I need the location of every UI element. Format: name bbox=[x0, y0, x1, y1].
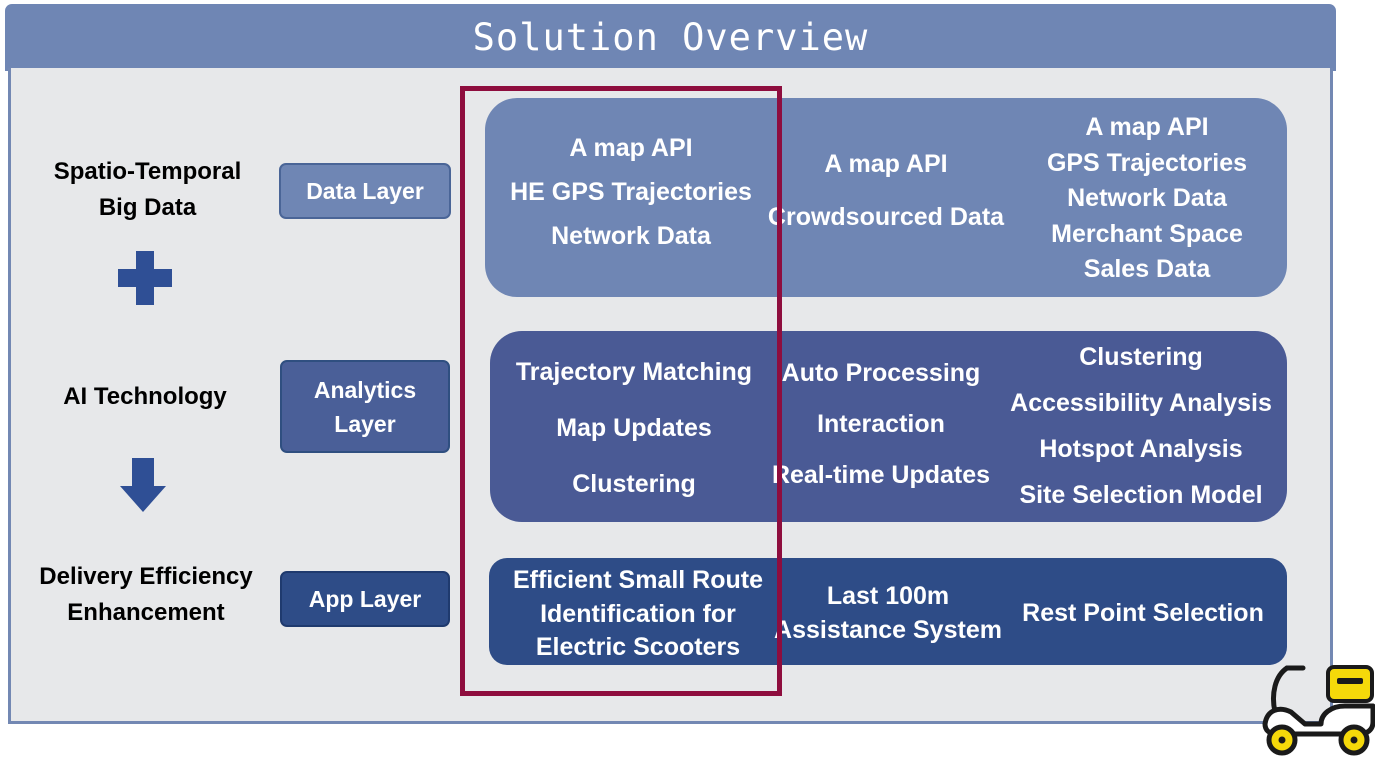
data-cell-he-line-3: Network Data bbox=[551, 222, 711, 250]
label-ai-technology: AI Technology bbox=[20, 379, 270, 415]
analytics-layer-box bbox=[490, 331, 1287, 522]
label-delivery-line-1: Delivery Efficiency bbox=[39, 563, 253, 590]
app-cell-last-100m-line-1: Last 100m bbox=[826, 582, 950, 610]
analytics-cell-site-line-3: Hotspot Analysis bbox=[1039, 435, 1243, 463]
analytics-cell-matching-line-2: Map Updates bbox=[556, 414, 712, 442]
label-delivery-line-2: Enhancement bbox=[67, 599, 225, 626]
app-layer-box bbox=[489, 558, 1287, 665]
analytics-layer-label-1: Analytics bbox=[313, 376, 417, 403]
app-cell-rest-point: Rest Point Selection bbox=[1008, 594, 1278, 632]
scooter-icon bbox=[1262, 665, 1375, 756]
label-big-data-line-2: Big Data bbox=[98, 194, 197, 221]
app-cell-last-100m-line-2: Assistance System bbox=[774, 616, 1002, 644]
app-cell-route-line-2: Identification for bbox=[540, 599, 736, 628]
analytics-cell-processing-line-2: Interaction bbox=[817, 409, 945, 438]
app-layer-button[interactable]: App Layer bbox=[280, 571, 450, 627]
app-cell-last-100m: Last 100m Assistance System bbox=[768, 579, 1008, 647]
label-big-data-line-1: Spatio-Temporal bbox=[53, 158, 242, 185]
data-layer-box bbox=[485, 98, 1287, 297]
analytics-layer-label-2: Layer bbox=[334, 410, 396, 437]
analytics-cell-site-selection: Clustering Accessibility Analysis Hotspo… bbox=[1004, 333, 1278, 519]
analytics-cell-site-line-4: Site Selection Model bbox=[1019, 481, 1263, 509]
highlight-frame bbox=[460, 86, 782, 696]
diagram-title: Solution Overview bbox=[472, 16, 869, 59]
data-cell-merchant-line-3: Network Data bbox=[1067, 184, 1227, 213]
data-cell-he: A map API HE GPS Trajectories Network Da… bbox=[490, 128, 772, 256]
data-cell-crowdsourced-line-2: Crowdsourced Data bbox=[767, 203, 1005, 231]
analytics-cell-site-line-1: Clustering bbox=[1079, 343, 1203, 371]
analytics-cell-processing-line-1: Auto Processing bbox=[781, 358, 981, 387]
analytics-cell-matching-line-1: Trajectory Matching bbox=[515, 358, 753, 386]
label-big-data: Spatio-Temporal Big Data bbox=[20, 154, 275, 226]
data-cell-merchant-line-5: Sales Data bbox=[1083, 255, 1211, 284]
data-layer-button[interactable]: Data Layer bbox=[279, 163, 451, 219]
analytics-cell-matching: Trajectory Matching Map Updates Clusteri… bbox=[495, 342, 773, 514]
analytics-cell-site-line-2: Accessibility Analysis bbox=[1010, 389, 1272, 417]
arrow-down-icon bbox=[120, 458, 166, 512]
data-cell-he-line-2: HE GPS Trajectories bbox=[510, 178, 752, 206]
analytics-layer-button[interactable]: Analytics Layer bbox=[280, 360, 450, 453]
app-cell-rest-point-line-1: Rest Point Selection bbox=[1022, 599, 1264, 627]
data-cell-crowdsourced-line-1: A map API bbox=[824, 150, 948, 178]
data-cell-merchant-line-1: A map API bbox=[1085, 113, 1209, 142]
app-cell-route-line-3: Electric Scooters bbox=[535, 633, 741, 662]
label-ai-technology-text: AI Technology bbox=[63, 383, 227, 410]
analytics-cell-matching-line-3: Clustering bbox=[572, 470, 696, 498]
plus-icon bbox=[118, 251, 172, 305]
app-cell-route: Efficient Small Route Identification for… bbox=[495, 564, 781, 665]
data-cell-he-line-1: A map API bbox=[569, 134, 693, 162]
data-cell-merchant-line-4: Merchant Space bbox=[1051, 219, 1243, 248]
label-delivery-efficiency: Delivery Efficiency Enhancement bbox=[20, 559, 272, 631]
data-cell-crowdsourced: A map API Crowdsourced Data bbox=[760, 138, 1012, 244]
data-layer-label: Data Layer bbox=[306, 178, 424, 204]
analytics-cell-processing-line-3: Real-time Updates bbox=[771, 460, 991, 489]
app-layer-label: App Layer bbox=[308, 586, 422, 612]
data-cell-merchant-line-2: GPS Trajectories bbox=[1046, 148, 1248, 177]
analytics-cell-processing: Auto Processing Interaction Real-time Up… bbox=[760, 348, 1002, 500]
data-cell-merchant: A map API GPS Trajectories Network Data … bbox=[1012, 110, 1282, 288]
title-bar: Solution Overview bbox=[5, 4, 1336, 71]
app-cell-route-line-1: Efficient Small Route bbox=[512, 566, 764, 595]
